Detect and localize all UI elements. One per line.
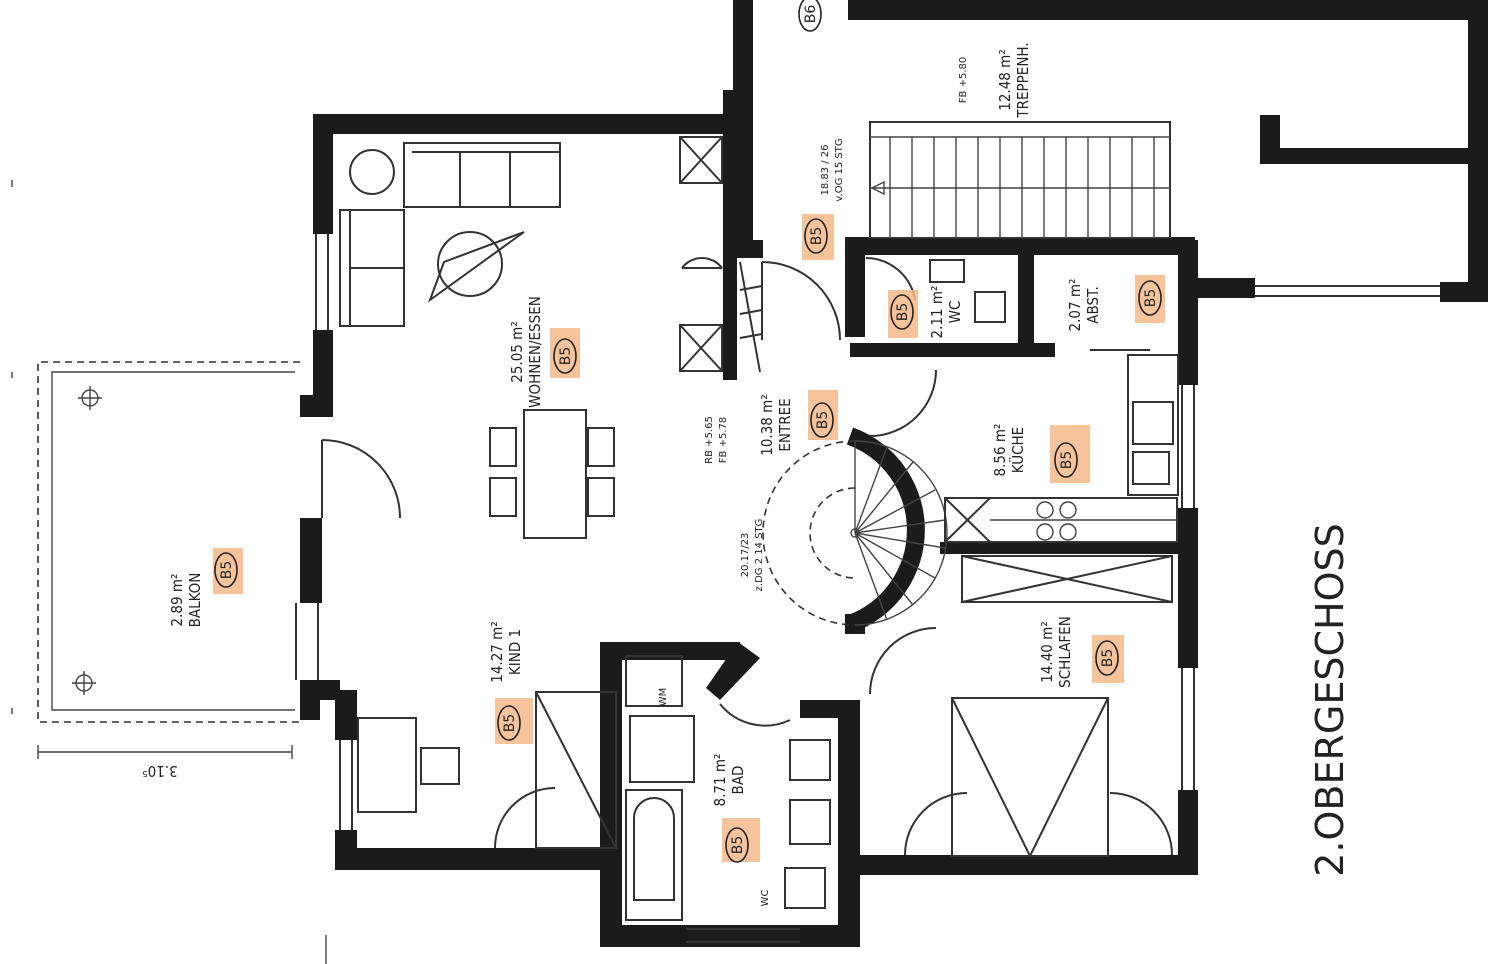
room-area-schlafen: 14.40 m² [1038, 621, 1056, 682]
svg-text:B5: B5 [558, 347, 574, 366]
room-name-kuche: KÜCHE [1008, 427, 1027, 473]
svg-text:20.17/23: 20.17/23 [740, 533, 751, 578]
svg-text:B5: B5 [502, 714, 518, 733]
badge-bad: B5 [722, 818, 760, 863]
spiral-stair [762, 440, 948, 626]
column-marker-top [78, 386, 102, 410]
note-bad-wm: WM [658, 688, 669, 707]
room-area-wohnen: 25.05 m² [508, 321, 526, 382]
badge-wohnen: B5 [550, 328, 580, 378]
room-name-treppenh: TREPPENH. [1014, 42, 1032, 118]
room-area-kind: 14.27 m² [488, 621, 506, 682]
bath-fixtures [625, 655, 831, 921]
room-label-wc: 2.11 m² WC [928, 286, 964, 339]
floor-title: 2.OBERGESCHOSS [1308, 523, 1352, 877]
room-name-entree: ENTREE [776, 398, 794, 451]
svg-text:B5: B5 [1100, 649, 1116, 668]
room-name-schlafen: SCHLAFEN [1056, 616, 1074, 688]
room-area-entree: 10.38 m² [758, 394, 776, 455]
dimension-line [37, 745, 293, 759]
room-label-wohnen: 25.05 m² WOHNEN/ESSEN [508, 296, 544, 408]
room-name-abst: ABST. [1084, 286, 1102, 324]
svg-text:B5: B5 [219, 561, 235, 580]
room-area-abst: 2.07 m² [1066, 279, 1084, 332]
room-name-kind: KIND 1 [506, 629, 524, 675]
note-level-entree: RB +5.65 FB +5.78 [704, 416, 729, 464]
entree-doors [739, 261, 937, 695]
room-area-bad: 8.71 m² [711, 754, 729, 807]
svg-text:B5: B5 [895, 303, 911, 322]
badge-entree: B5 [808, 390, 838, 440]
room-name-bad: BAD [729, 766, 747, 795]
schlafen-fixtures [904, 555, 1173, 857]
room-area-treppenh: 12.48 m² [996, 49, 1014, 110]
svg-text:RB +5.65: RB +5.65 [704, 416, 715, 464]
room-area-kuche: 8.56 m² [991, 424, 1009, 477]
badge-treppenh: B6 [798, 0, 822, 32]
badge-schlafen: B5 [1092, 635, 1124, 683]
walls [300, 0, 1488, 947]
svg-text:B5: B5 [815, 411, 831, 430]
svg-text:B5: B5 [730, 836, 746, 855]
room-label-schlafen: 14.40 m² SCHLAFEN [1038, 616, 1074, 688]
svg-text:B5: B5 [1143, 289, 1159, 308]
kitchen-fixtures [944, 354, 1179, 543]
svg-text:z.DG 2 14 STG: z.DG 2 14 STG [754, 519, 765, 592]
main-stair [869, 121, 1171, 239]
room-label-bad: 8.71 m² BAD [711, 754, 747, 807]
note-stair-main: 18.83 / 26 v.OG 15 STG [820, 138, 845, 201]
note-bad-wc: WC [760, 890, 771, 907]
room-label-entree: 10.38 m² ENTREE [758, 394, 794, 455]
windows [295, 234, 1440, 943]
badge-entree-top: B5 [802, 214, 834, 260]
room-area-balkon: 2.89 m² [168, 574, 186, 627]
room-label-abst: 2.07 m² ABST. [1066, 279, 1102, 332]
room-label-kuche: 8.56 m² KÜCHE [991, 424, 1027, 477]
svg-text:B5: B5 [809, 227, 825, 246]
room-name-wohnen: WOHNEN/ESSEN [526, 296, 544, 408]
balcony [37, 361, 300, 723]
room-name-balkon: BALKON [186, 573, 204, 628]
balcony-door [321, 439, 401, 519]
svg-text:18.83 / 26: 18.83 / 26 [820, 144, 831, 195]
column-marker-bottom [72, 671, 96, 695]
svg-text:v.OG 15 STG: v.OG 15 STG [834, 138, 845, 201]
room-label-balkon: 2.89 m² BALKON [168, 573, 204, 628]
room-label-treppenh: 12.48 m² TREPPENH. [996, 42, 1032, 118]
svg-text:FB +5.78: FB +5.78 [718, 417, 729, 463]
badge-kind: B5 [495, 698, 533, 744]
kind-furniture [357, 691, 617, 849]
room-area-wc: 2.11 m² [928, 286, 946, 339]
svg-text:FB +5.80: FB +5.80 [958, 57, 969, 103]
room-label-kind: 14.27 m² KIND 1 [488, 621, 524, 682]
badge-abst: B5 [1135, 275, 1165, 323]
dimension-label: 3.10⁵ [142, 762, 177, 780]
badge-wc: B5 [888, 290, 918, 338]
svg-text:B6: B6 [803, 5, 819, 24]
badge-kuche: B5 [1050, 425, 1090, 483]
badge-balkon: B5 [213, 548, 243, 594]
living-furniture [339, 136, 723, 539]
svg-text:B5: B5 [1059, 451, 1075, 470]
room-name-wc: WC [946, 301, 964, 324]
note-spiral-stair: 20.17/23 z.DG 2 14 STG [740, 519, 765, 592]
note-fb-treppenh: FB +5.80 [958, 57, 969, 103]
